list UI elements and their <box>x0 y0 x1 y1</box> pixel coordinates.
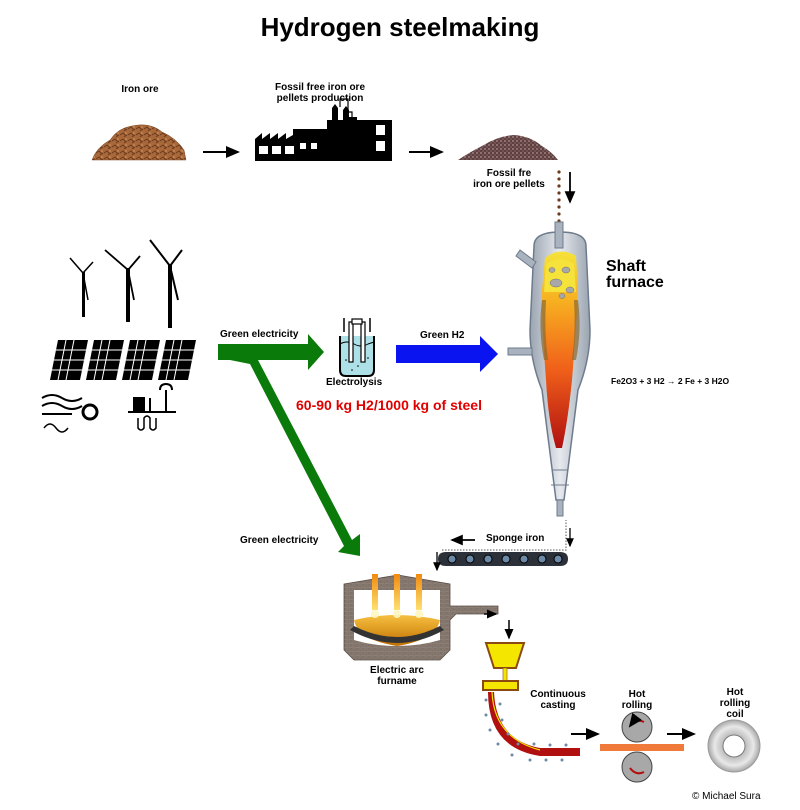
wind-turbines-icon <box>69 239 183 328</box>
hot-rolling-label-line1: Hot <box>628 689 646 700</box>
pellet-feed-dots <box>557 170 561 223</box>
solar-panels-icon <box>50 339 196 381</box>
continuous-casting-label: Continuous casting <box>520 689 596 711</box>
pellet-production-label: Fossil free iron ore pellets production <box>250 82 390 104</box>
green-electricity-label-top: Green electricity <box>220 329 299 340</box>
sponge-iron-label: Sponge iron <box>486 533 545 544</box>
pellets-label-line2: iron ore pellets <box>473 179 545 190</box>
shaft-furnace-label-line1: Shaft <box>606 258 646 275</box>
page-title: Hydrogen steelmaking <box>260 12 540 42</box>
continuous-casting-icon <box>482 642 580 762</box>
hot-rolling-coil-label-line3: coil <box>726 709 744 720</box>
hot-rolling-coil-label-line2: rolling <box>719 698 751 709</box>
pellets-label: Fossil fre iron ore pellets <box>464 168 554 190</box>
electrolysis-label: Electrolysis <box>326 377 383 388</box>
pellets-pile-icon <box>458 135 558 160</box>
electrolysis-cell-icon <box>339 318 375 377</box>
green-h2-label: Green H2 <box>420 330 465 341</box>
continuous-casting-label-line1: Continuous <box>530 689 586 700</box>
shaft-furnace-label-line2: furnace <box>606 274 664 291</box>
hot-rolling-coil-label-line1: Hot <box>726 687 744 698</box>
green-electricity-arrow-diagonal <box>230 360 360 556</box>
shaft-furnace-icon <box>507 221 591 517</box>
factory-icon <box>255 98 392 161</box>
pellet-production-label-line2: pellets production <box>276 93 364 104</box>
green-electricity-arrow-horizontal <box>218 334 324 370</box>
h2-requirement-label: 60-90 kg H2/1000 kg of steel <box>296 397 482 413</box>
pellet-production-label-line1: Fossil free iron ore <box>274 82 366 93</box>
reaction-equation: Fe2O3 + 3 H2 → 2 Fe + 3 H2O <box>611 376 730 386</box>
eaf-label: Electric arc furname <box>352 665 442 687</box>
green-electricity-label-bottom: Green electricity <box>240 535 319 546</box>
hot-rolling-label-line2: rolling <box>621 700 653 711</box>
geothermal-icon <box>128 382 176 431</box>
hot-rolling-coil-label: Hot rolling coil <box>710 687 760 720</box>
green-h2-arrow <box>396 336 498 372</box>
hot-rolling-label: Hot rolling <box>612 689 662 711</box>
conveyor-belt-icon <box>438 520 568 566</box>
electric-arc-furnace-icon <box>343 574 499 661</box>
iron-ore-label: Iron ore <box>121 84 159 95</box>
shaft-furnace-label: Shaft furnace <box>606 259 664 291</box>
hot-rolling-coil-icon <box>707 719 761 773</box>
copyright-label: © Michael Sura <box>692 791 761 802</box>
iron-ore-pile-icon <box>91 124 187 161</box>
continuous-casting-label-line2: casting <box>540 700 576 711</box>
pellets-label-line1: Fossil fre <box>486 168 532 179</box>
hydro-power-icon <box>41 394 99 433</box>
eaf-label-line2: furname <box>377 676 417 687</box>
eaf-label-line1: Electric arc <box>370 665 424 676</box>
hot-rolling-icon <box>600 711 684 783</box>
